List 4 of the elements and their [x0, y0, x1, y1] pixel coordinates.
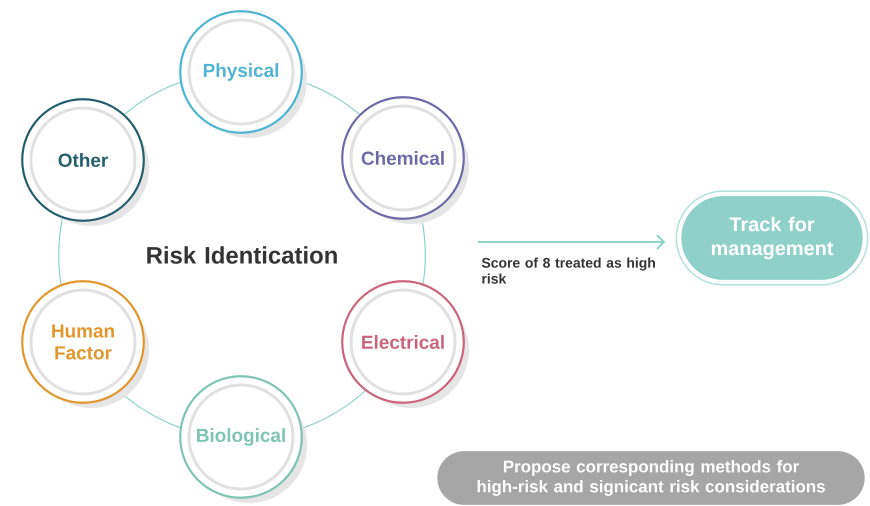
edge-label: Score of 8 treated as high risk — [482, 258, 655, 284]
action-pill: Track for management — [676, 190, 868, 286]
note-pill: Propose corresponding methods for high-risk and signicant risk considerations — [437, 451, 865, 505]
arrow — [478, 234, 666, 250]
